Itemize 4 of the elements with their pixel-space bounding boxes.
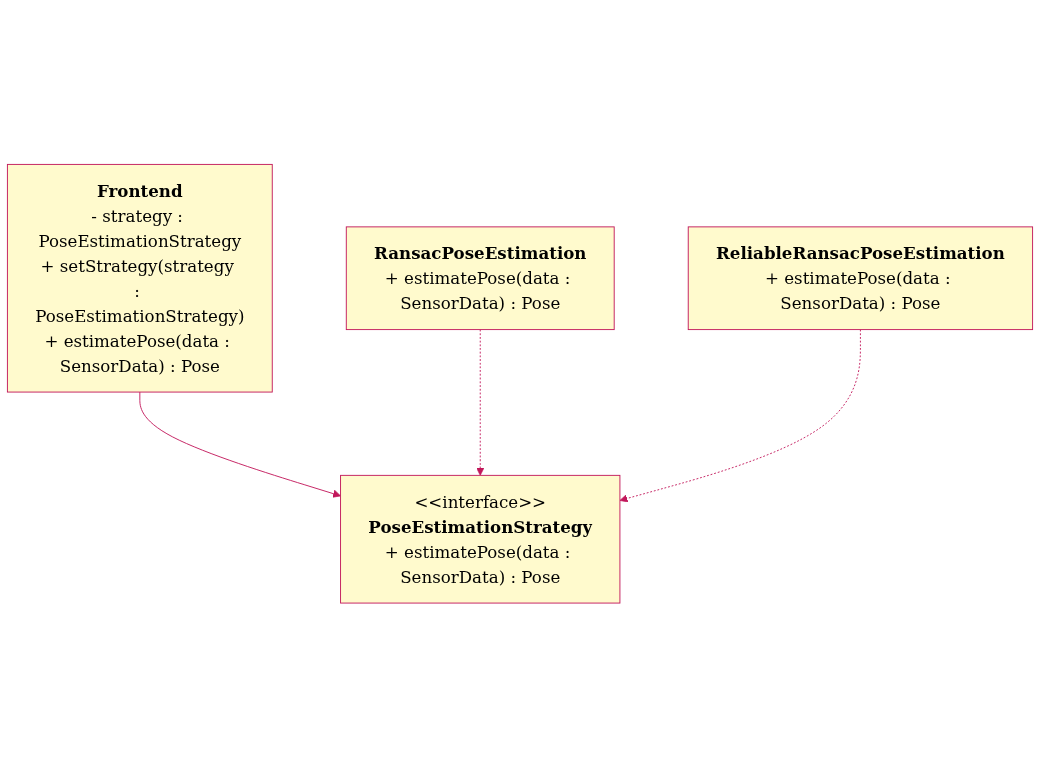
node-box: <<interface>> PoseEstimationStrategy + estimatePose(data : SensorData) : Pose — [340, 474, 621, 604]
node-box: RansacPoseEstimation + estimatePose(data : SensorData) : Pose — [345, 226, 615, 330]
node-box: Frontend - strategy : PoseEstimationStrategy + setStrategy(strategy : PoseEstimationStrategy) + estimatePose(data : SensorData) : Pose — [6, 163, 273, 393]
node-box: ReliableRansacPoseEstimation + estimatePose(data : SensorData) : Pose — [687, 226, 1034, 330]
